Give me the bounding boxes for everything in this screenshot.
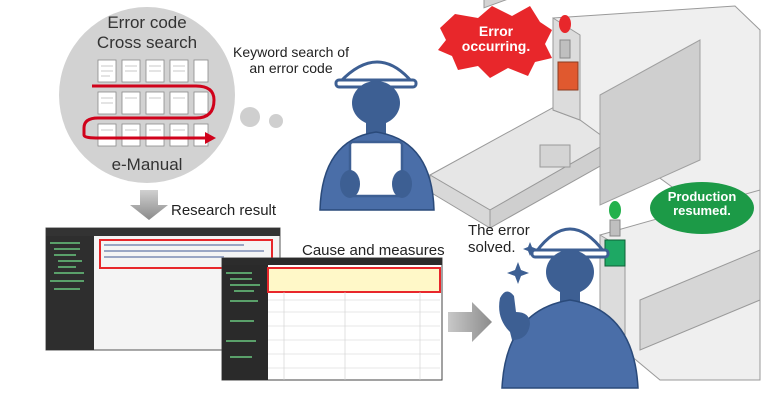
thumbs-up-icon <box>499 291 530 340</box>
cause-measures-label: Cause and measures <box>302 242 445 259</box>
conveyor-machine-bottom <box>599 189 761 381</box>
cause-measures-screenshot <box>221 257 443 381</box>
production-bubble-text: Production resumed. <box>667 189 737 219</box>
search-flow-arrow <box>82 84 216 140</box>
down-arrow <box>130 190 168 220</box>
error-display-panel <box>557 61 579 91</box>
circle-title-line1: Error code <box>107 13 187 32</box>
cause-highlight-box <box>267 267 441 293</box>
research-result-label: Research result <box>171 202 277 219</box>
circle-title-line2: Cross search <box>96 33 198 52</box>
circle-caption: e-Manual <box>111 155 183 174</box>
keyword-search-label: Keyword search of an error code <box>233 44 349 77</box>
error-bubble-text: Error occurring. <box>461 23 531 55</box>
sparkle-icon <box>507 262 529 284</box>
error-solved-label: The error solved. <box>468 222 530 257</box>
tablet-icon <box>348 140 404 198</box>
result-highlight-box <box>99 239 273 269</box>
worker-thumbs-up <box>499 227 639 389</box>
sparkle-small-icon <box>523 242 537 256</box>
thought-dot-large <box>240 107 260 127</box>
thought-dot-small <box>269 114 283 128</box>
status-lamp-green-icon <box>609 201 621 219</box>
conveyor-machine-top <box>428 0 761 229</box>
e-manual-circle <box>59 7 235 183</box>
warning-lamp-red-icon <box>559 15 571 33</box>
error-burst-shape <box>438 6 552 78</box>
right-arrow <box>448 302 492 342</box>
production-bubble-shape <box>650 182 754 234</box>
worker-with-tablet <box>319 60 435 211</box>
